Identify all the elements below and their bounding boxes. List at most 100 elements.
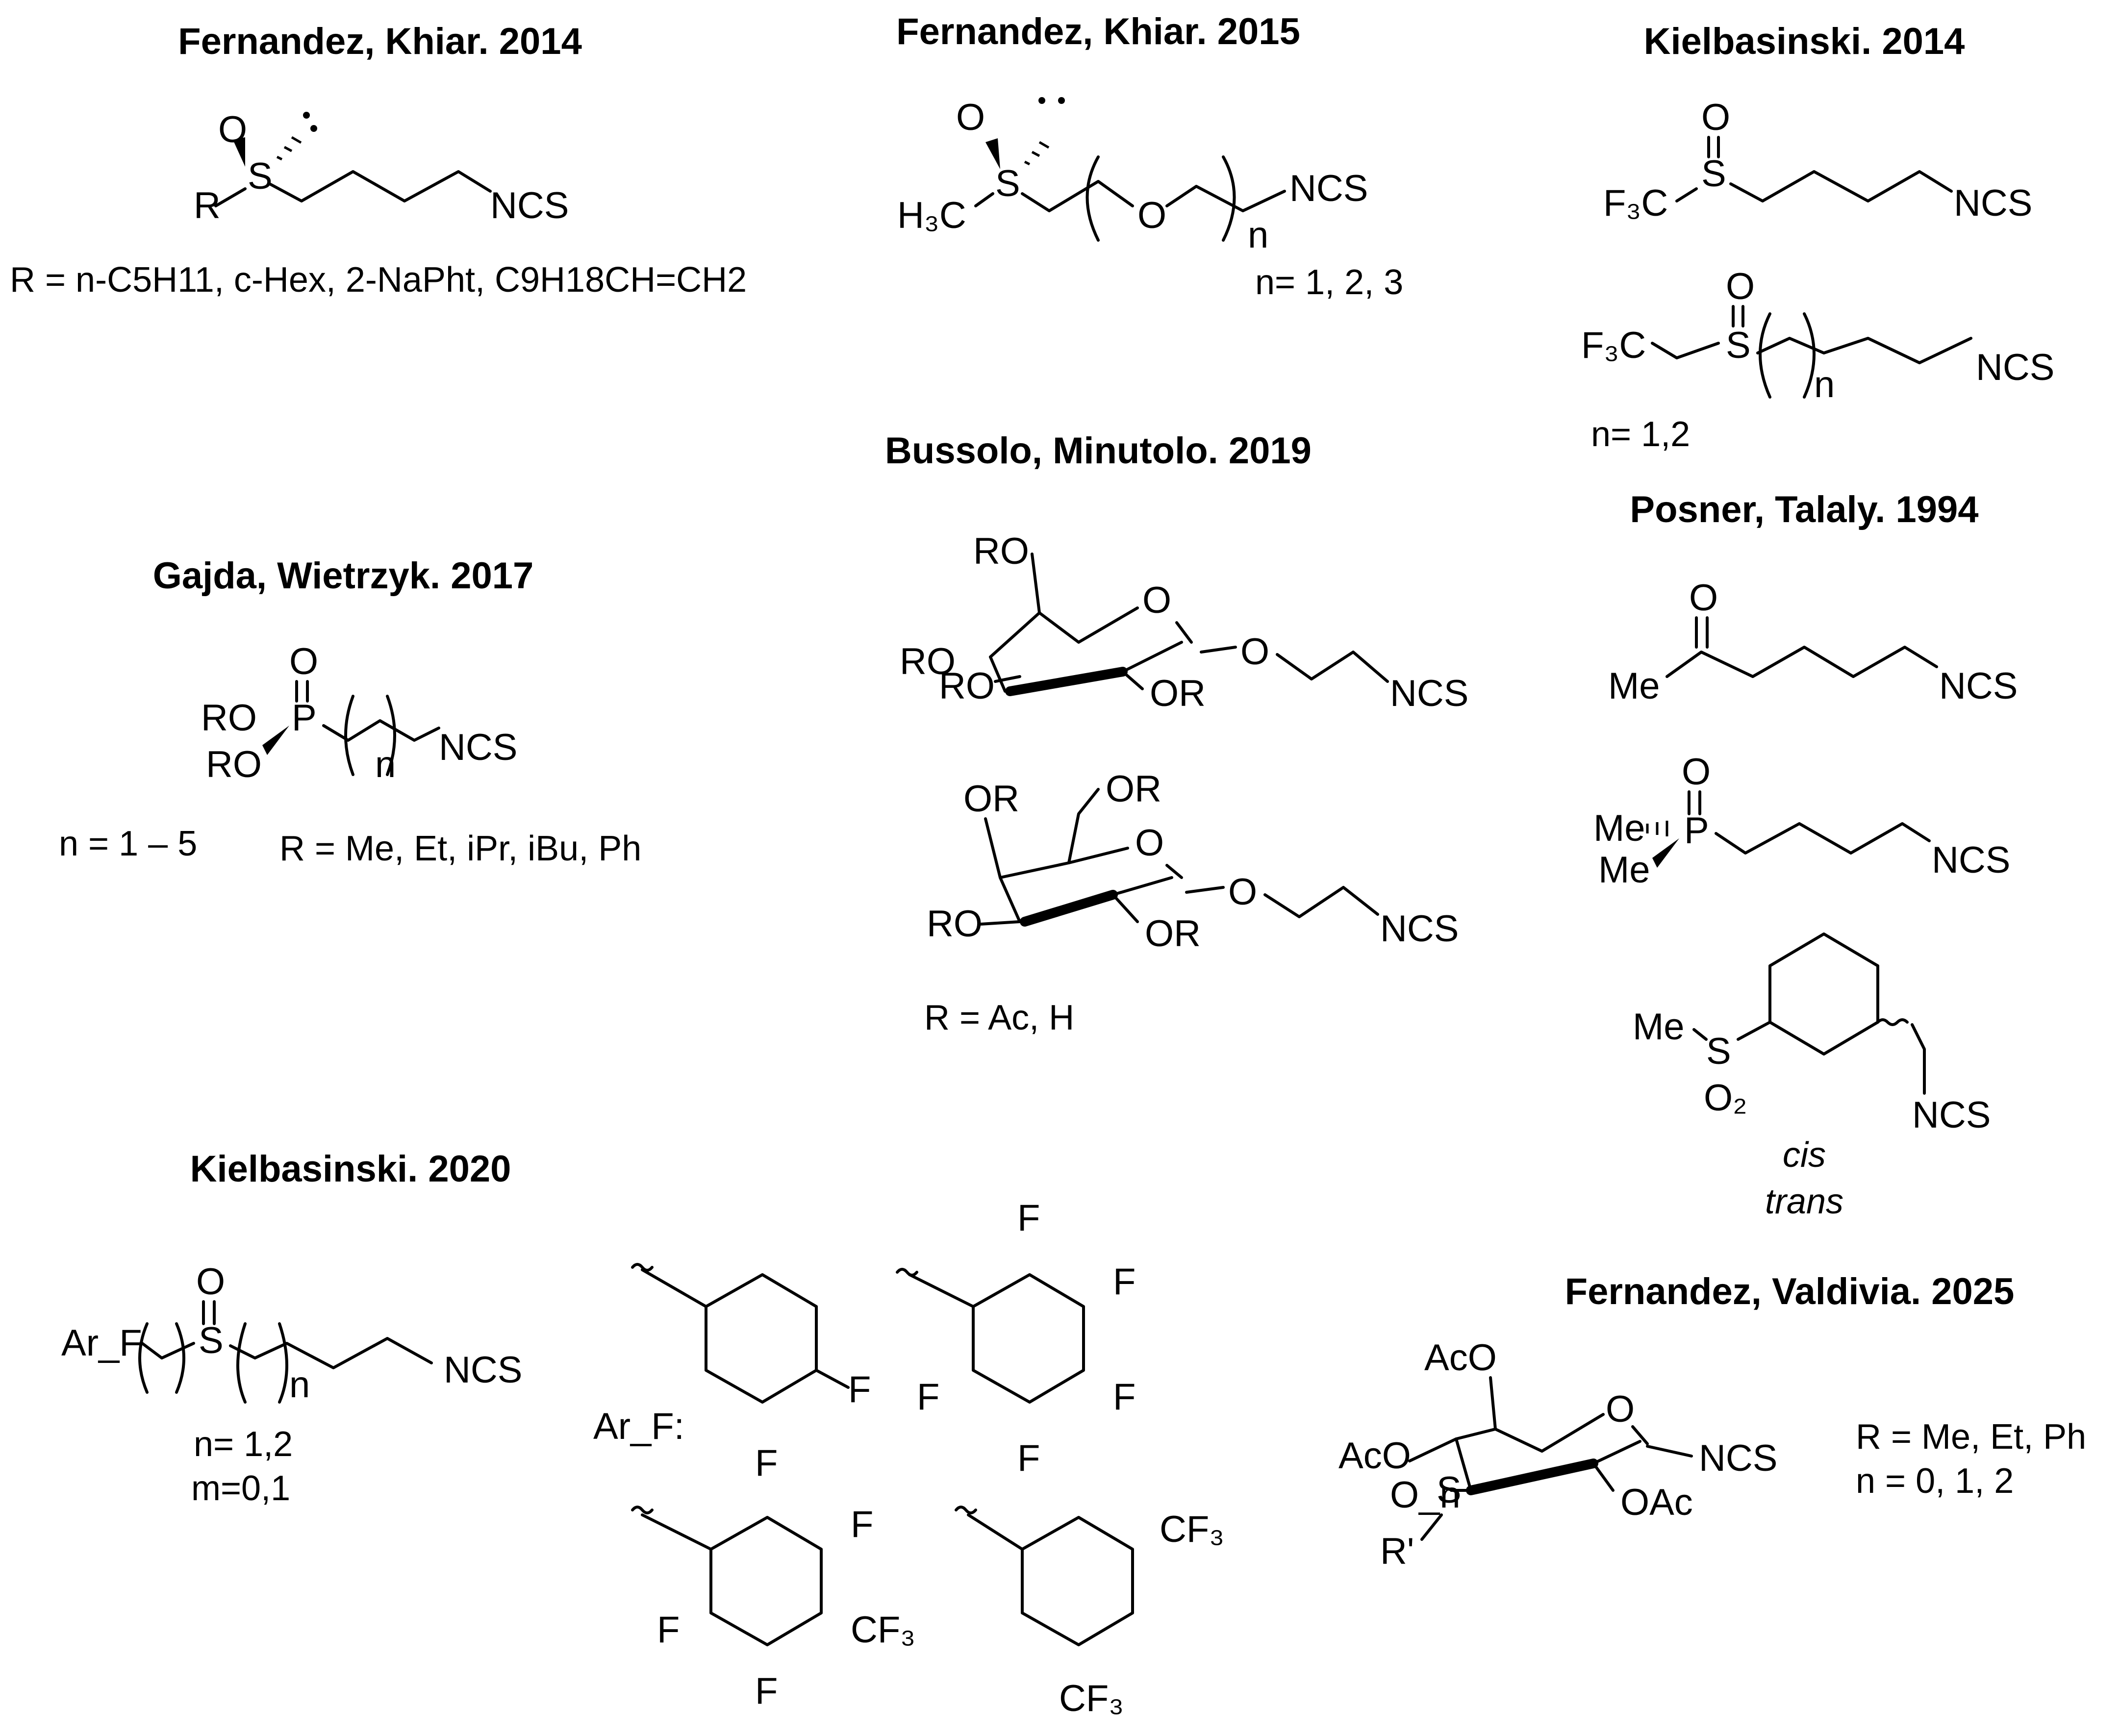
bussolo-glc-or-2: OR <box>1150 673 1206 714</box>
heading-bussolo-minutolo-2019: Bussolo, Minutolo. 2019 <box>885 430 1312 472</box>
bussolo-gal-ring-o: O <box>1135 822 1164 864</box>
gajda-r-definition: R = Me, Et, iPr, iBu, Ph <box>279 829 641 868</box>
kielb2014a-s-atom: S <box>1701 153 1726 195</box>
khiar2015-wedge-bond <box>985 138 1000 169</box>
kielb2020-n-subscript: n <box>289 1364 310 1406</box>
khiar2014-wedge-bond <box>233 137 245 167</box>
posner-p-ncs: NCS <box>1932 839 2010 881</box>
arf2-f-bottom: F <box>1017 1437 1040 1479</box>
heading-kielbasinski-2014: Kielbasinski. 2014 <box>1644 21 1965 62</box>
arf4-cf3-bottom: CF₃ <box>1059 1678 1124 1719</box>
kielb2020-ncs: NCS <box>444 1349 522 1391</box>
arf3-f-right: F <box>851 1504 873 1545</box>
kielb2014b-ncs-group: NCS <box>1976 347 2054 388</box>
posner-sulfone-cyclohexyl-structure: Me S O₂ NCS cis trans <box>1633 932 1991 1221</box>
khiar2014-s-atom: S <box>248 155 273 197</box>
posner-sulfone-s: S <box>1706 1031 1731 1072</box>
valdivia-n-range: n = 0, 1, 2 <box>1856 1461 2014 1501</box>
khiar2015-o-atom: O <box>956 97 985 138</box>
heading-posner-talaly-1994: Posner, Talaly. 1994 <box>1630 489 1978 530</box>
khiar2015-paren-left <box>1085 155 1100 242</box>
posner-p-hash-bond <box>1646 821 1668 836</box>
valdivia-aco-4: AcO <box>1338 1435 1411 1477</box>
valdivia-on: O_n <box>1390 1474 1461 1516</box>
gajda-ro-1: RO <box>201 697 257 739</box>
posner-sulfone-me: Me <box>1633 1006 1685 1048</box>
arf-4-fluorophenyl: F <box>631 1263 871 1410</box>
kielb2014a-o-atom: O <box>1701 97 1730 138</box>
khiar-2014-sulfoxide-structure: O S R NCS R = n-C5H11, c-Hex, 2-NaPht, C… <box>10 109 747 300</box>
kielb2014b-s-atom: S <box>1726 325 1751 366</box>
valdivia-rprime: R' <box>1380 1531 1414 1572</box>
arf3-f-bottom: F <box>755 1670 778 1712</box>
posner-sulfone-ncs: NCS <box>1912 1094 1991 1136</box>
gajda-n-range: n = 1 – 5 <box>59 824 197 863</box>
kielb2020-m-range: m=0,1 <box>191 1469 290 1508</box>
kielb2014-n-range: n= 1,2 <box>1591 415 1690 454</box>
bussolo-glc-ncs: NCS <box>1390 673 1468 714</box>
bussolo-gal-or-6: OR <box>1106 768 1161 810</box>
bussolo-glc-anomeric-o: O <box>1240 631 1269 673</box>
gajda-phosphonate-structure: O P RO RO NCS n n = 1 – 5 R = Me, Et, iP… <box>59 641 641 868</box>
khiar2015-ether-o: O <box>1137 195 1166 236</box>
khiar2015-chain <box>1021 180 1134 212</box>
bussolo-gal-or-2: OR <box>1145 913 1201 955</box>
heading-fernandez-khiar-2014: Fernandez, Khiar. 2014 <box>178 21 582 62</box>
khiar2015-n-subscript: n <box>1248 214 1268 256</box>
posner-ketone-o: O <box>1689 577 1718 619</box>
arf-bis-cf3-phenyl: CF₃ CF₃ <box>955 1506 1224 1719</box>
posner-me-1: Me <box>1593 807 1645 849</box>
bussolo-r-definition: R = Ac, H <box>924 998 1074 1037</box>
khiar-2015-peg-sulfoxide-structure: O S H₃C O NCS n n= 1, 2, 3 <box>897 97 1403 302</box>
arf2-f-right-bottom: F <box>1113 1376 1136 1418</box>
arf2-f-right-top: F <box>1113 1261 1136 1303</box>
kielbasinski-2014-structure-1: O S F₃C NCS <box>1603 97 2032 224</box>
bussolo-gal-or-4: OR <box>963 778 1019 820</box>
posner-phosphine-oxide-structure: O P Me Me NCS <box>1593 751 2010 891</box>
kielb2014b-o-atom: O <box>1726 266 1755 307</box>
valdivia-ncs: NCS <box>1699 1437 1777 1479</box>
kielb2020-arf: Ar_F <box>61 1322 142 1364</box>
bussolo-galactose-structure: OR OR O RO OR O NCS R = Ac, H <box>924 768 1459 1037</box>
gajda-p-atom: P <box>292 697 317 739</box>
kielb2020-n-range: n= 1,2 <box>194 1425 293 1464</box>
gajda-ro-2: RO <box>206 744 262 785</box>
kielbasinski-2020-structure: O S Ar_F NCS n n= 1,2 m=0,1 Ar_F: F F <box>61 1197 1224 1719</box>
posner-sulfone-o2: O₂ <box>1704 1077 1747 1119</box>
arf2-f-left: F <box>917 1376 939 1418</box>
khiar2015-lone-pair <box>1038 97 1065 104</box>
posner-me-2: Me <box>1598 849 1650 891</box>
khiar2015-hash-bond <box>1024 141 1050 166</box>
khiar2015-methyl-bond <box>974 192 994 207</box>
posner-cyclohexane-ring <box>1768 932 1879 1056</box>
khiar2014-ncs-group: NCS <box>490 185 569 226</box>
posner-ketone-ncs: NCS <box>1939 665 2018 707</box>
bussolo-glc-ro-3: RO <box>939 665 995 707</box>
posner-cis-label: cis <box>1783 1135 1826 1175</box>
kielb2020-o-atom: O <box>196 1261 225 1303</box>
valdivia-r-definition: R = Me, Et, Ph <box>1856 1417 2086 1457</box>
valdivia-aco-6: AcO <box>1424 1337 1497 1379</box>
khiar2014-lone-pair <box>303 112 317 132</box>
posner-ketone-me: Me <box>1608 665 1660 707</box>
gajda-ncs: NCS <box>439 727 517 768</box>
khiar2014-hash-bond <box>276 136 302 161</box>
bussolo-gal-ro-3: RO <box>927 903 983 945</box>
arf3-f-top: F <box>755 1442 778 1484</box>
kielb2014a-chain-2 <box>1729 170 1953 202</box>
valdivia-thioglycoside-structure: AcO O AcO O_n S R' OAc NCS R = Me, Et, P… <box>1338 1337 2086 1572</box>
heading-fernandez-valdivia-2025: Fernandez, Valdivia. 2025 <box>1565 1271 2015 1312</box>
heading-fernandez-khiar-2015: Fernandez, Khiar. 2015 <box>896 11 1300 52</box>
khiar2015-n-range: n= 1, 2, 3 <box>1255 263 1403 302</box>
kielb2014b-n-subscript: n <box>1814 364 1835 405</box>
kielb2014a-chain <box>1675 187 1698 202</box>
arf3-cf3: CF₃ <box>851 1609 915 1651</box>
posner-p-atom: P <box>1684 810 1709 852</box>
kielb2020-arf-definition: Ar_F: <box>593 1406 684 1447</box>
posner-trans-label: trans <box>1765 1182 1843 1221</box>
valdivia-ring-o: O <box>1606 1388 1635 1430</box>
khiar2014-r-s-bond <box>214 187 247 207</box>
arf3-f-left: F <box>657 1609 680 1651</box>
kielb2014a-f3c-group: F₃C <box>1603 182 1668 224</box>
